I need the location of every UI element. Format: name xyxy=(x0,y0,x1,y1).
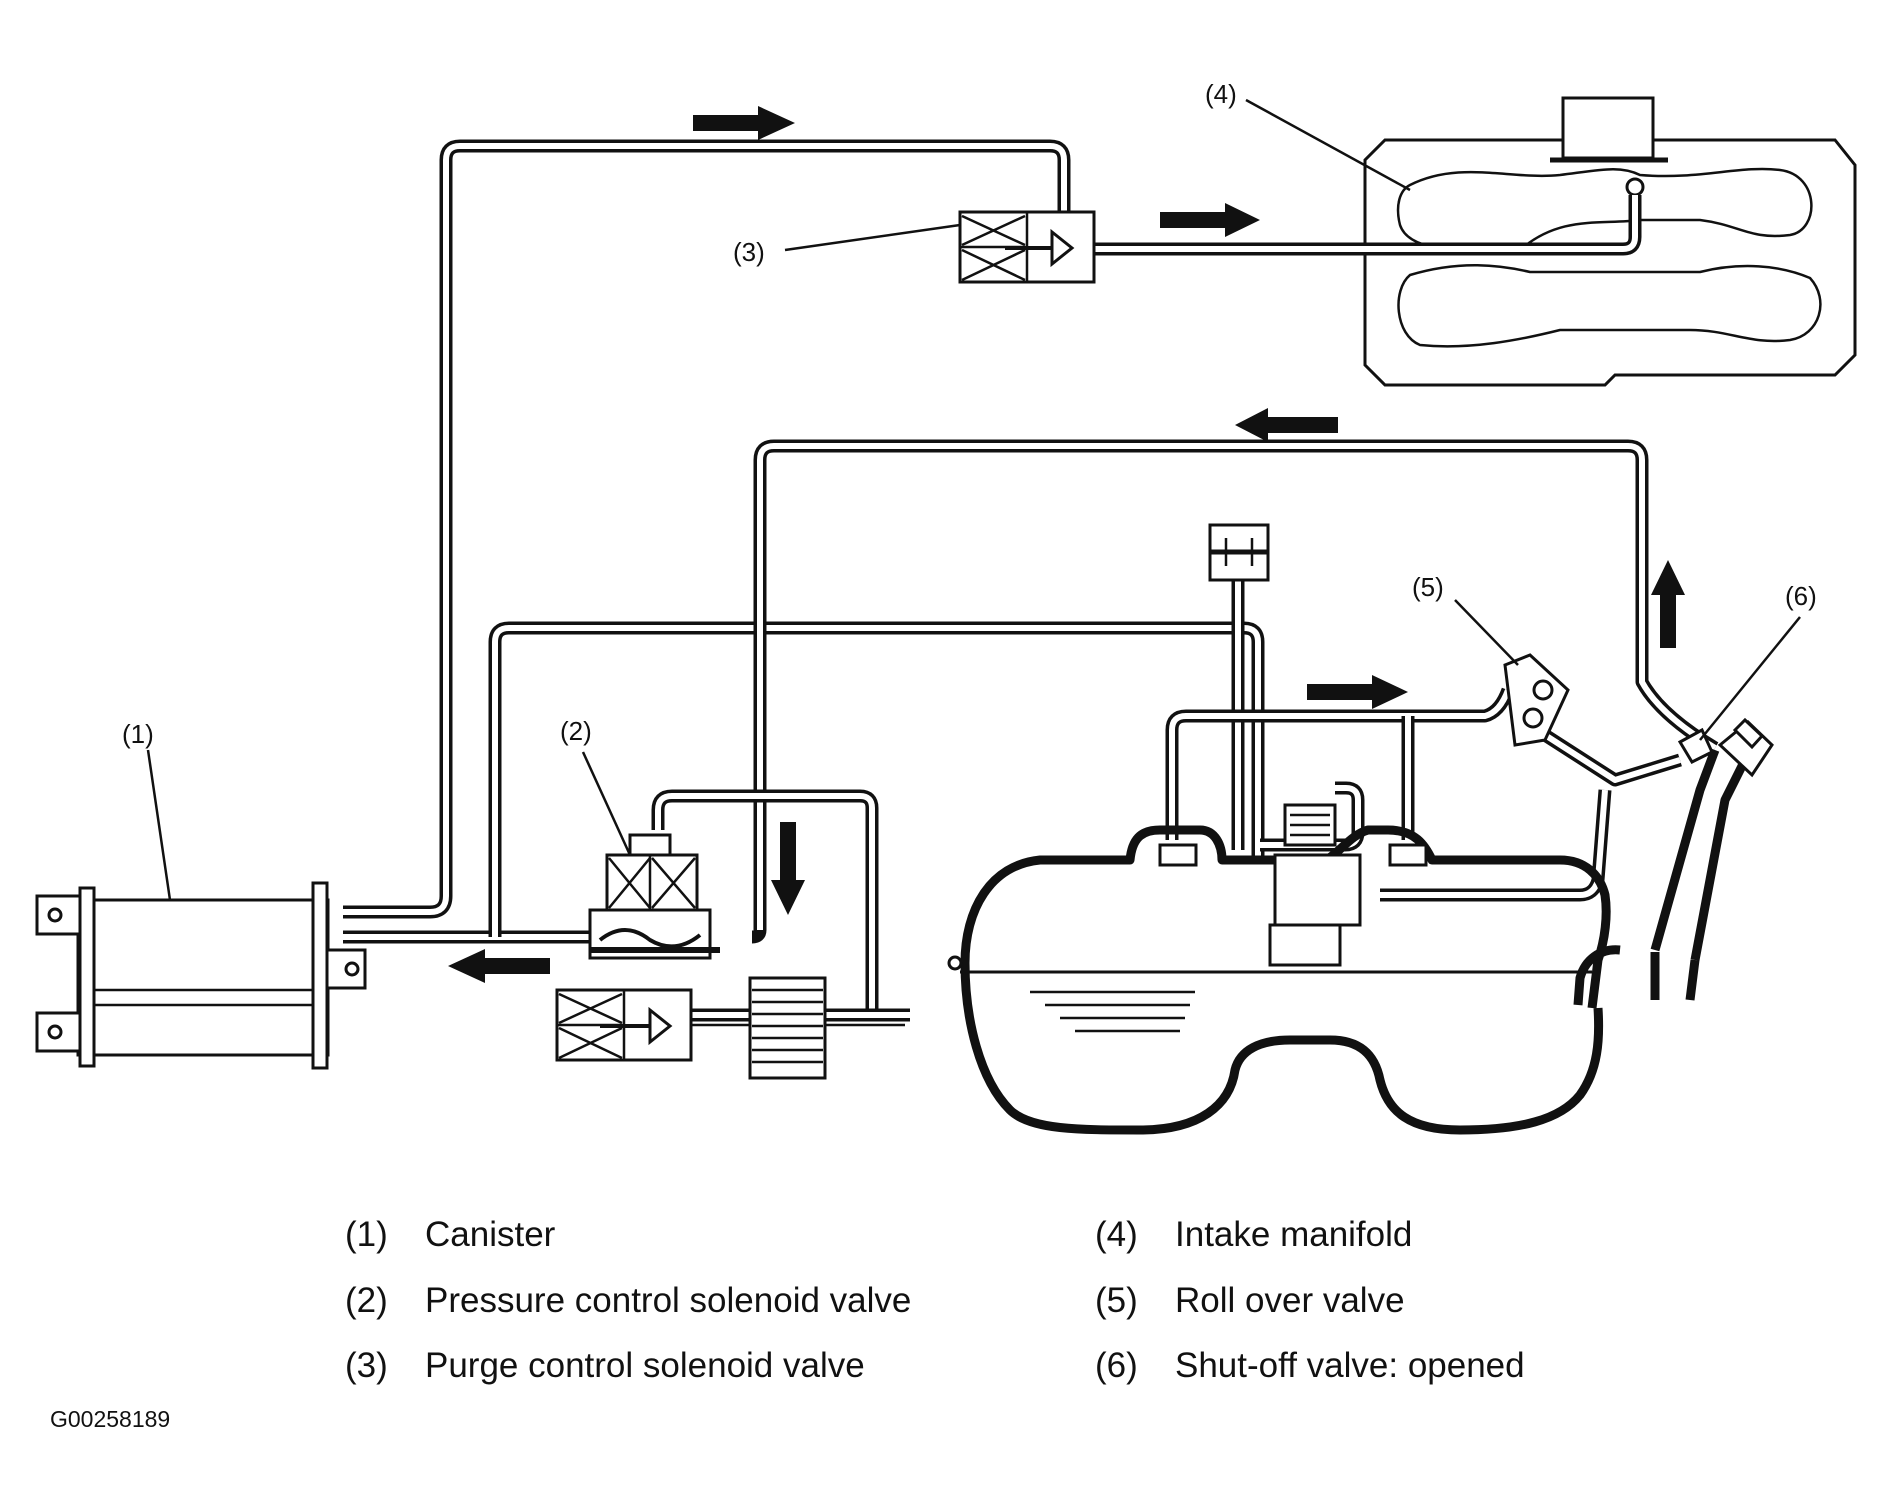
filler-neck xyxy=(1650,717,1774,1001)
flow-arrow-left-canister xyxy=(448,949,550,983)
canister xyxy=(35,881,367,1070)
legend-number: (5) xyxy=(1095,1281,1138,1320)
legend-label: Shut-off valve: opened xyxy=(1175,1346,1525,1385)
legend-number: (4) xyxy=(1095,1215,1138,1254)
callout-4: (4) xyxy=(1205,79,1237,109)
legend-label: Intake manifold xyxy=(1175,1215,1413,1254)
callout-3: (3) xyxy=(733,237,765,267)
legend-label: Pressure control solenoid valve xyxy=(425,1281,912,1320)
shut-off-valve xyxy=(1677,727,1714,764)
purge-control-solenoid-valve-upper xyxy=(958,210,1096,284)
legend-number: (6) xyxy=(1095,1346,1138,1385)
fuel-tank xyxy=(947,803,1621,1135)
legend-label: Roll over valve xyxy=(1175,1281,1405,1320)
purge-control-solenoid-valve-lower xyxy=(555,988,693,1062)
callout-6: (6) xyxy=(1785,581,1817,611)
pressure-control-solenoid-valve xyxy=(588,833,720,960)
callout-2: (2) xyxy=(560,716,592,746)
flow-arrow-up-filler xyxy=(1651,560,1685,648)
legend-label: Canister xyxy=(425,1215,556,1254)
pressure-sensor xyxy=(1208,523,1270,582)
flow-arrow-right-manifold xyxy=(1160,203,1260,237)
flow-arrow-down-valve xyxy=(771,822,805,915)
legend-label: Purge control solenoid valve xyxy=(425,1346,865,1385)
flow-arrow-right-tank xyxy=(1307,675,1408,709)
roll-over-valve xyxy=(1503,653,1570,747)
intake-manifold xyxy=(1363,96,1857,387)
flow-arrow-left-return xyxy=(1235,408,1338,442)
callout-leaders xyxy=(146,98,1801,901)
flow-arrow-right-top xyxy=(693,106,795,140)
legend-number: (3) xyxy=(345,1346,388,1385)
air-filter xyxy=(691,976,905,1080)
callout-5: (5) xyxy=(1412,572,1444,602)
callout-1: (1) xyxy=(122,719,154,749)
legend-number: (2) xyxy=(345,1281,388,1320)
hose-lines xyxy=(343,139,1719,1022)
legend-number: (1) xyxy=(345,1215,388,1254)
flow-arrows xyxy=(448,106,1685,983)
figure-id: G00258189 xyxy=(50,1406,171,1432)
